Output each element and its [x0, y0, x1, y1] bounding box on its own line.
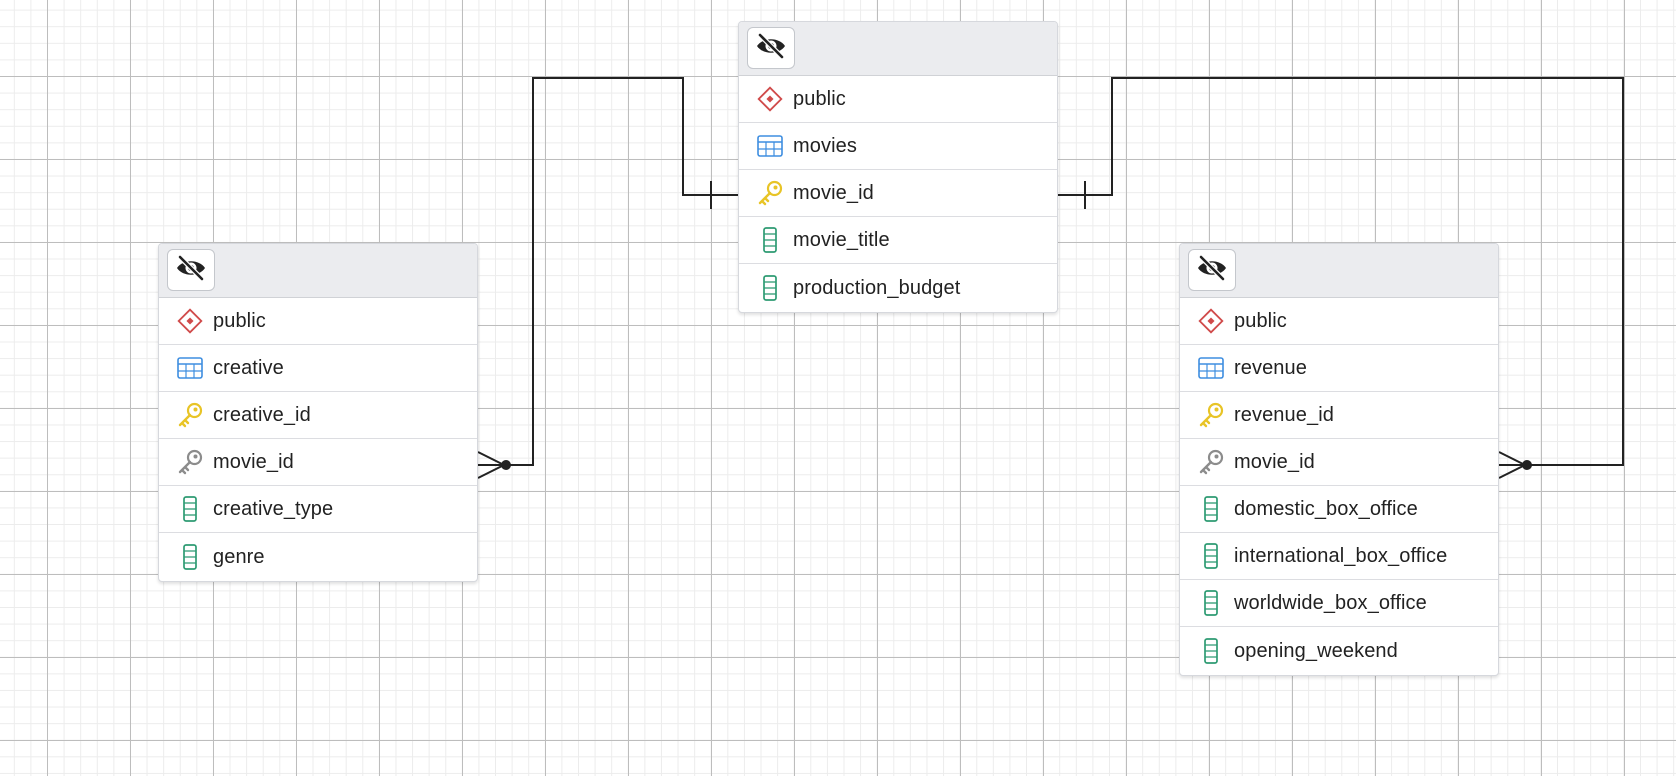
table-name-label: revenue	[1234, 356, 1307, 379]
column-label: worldwide_box_office	[1234, 591, 1427, 614]
table-node-revenue[interactable]: public revenue revenue_id movie_id domestic_…	[1179, 243, 1499, 676]
column-row[interactable]: production_budget	[739, 264, 1057, 312]
column-row[interactable]: international_box_office	[1180, 533, 1498, 580]
table-name-row[interactable]: creative	[159, 345, 477, 392]
column-label: movie_title	[793, 228, 890, 251]
foreign-key-label: movie_id	[1234, 450, 1315, 473]
column-icon	[755, 226, 785, 254]
schema-row[interactable]: public	[1180, 298, 1498, 345]
schema-label: public	[1234, 309, 1287, 332]
primary-key-icon	[1196, 401, 1226, 429]
schema-icon	[1196, 307, 1226, 335]
foreign-key-label: movie_id	[213, 450, 294, 473]
crow-foot-marker	[477, 451, 507, 479]
column-icon	[755, 274, 785, 302]
table-name-label: creative	[213, 356, 284, 379]
many-marker-dot	[1522, 460, 1532, 470]
crow-foot-marker	[1498, 451, 1528, 479]
foreign-key-icon	[1196, 448, 1226, 476]
eye-slash-icon	[174, 254, 208, 286]
table-name-row[interactable]: movies	[739, 123, 1057, 170]
table-icon	[755, 132, 785, 160]
column-label: production_budget	[793, 276, 961, 299]
column-row[interactable]: domestic_box_office	[1180, 486, 1498, 533]
primary-key-label: movie_id	[793, 181, 874, 204]
toggle-details-button[interactable]	[167, 249, 215, 291]
table-header[interactable]	[1180, 244, 1498, 298]
table-icon	[175, 354, 205, 382]
column-row[interactable]: worldwide_box_office	[1180, 580, 1498, 627]
primary-key-label: revenue_id	[1234, 403, 1334, 426]
eye-slash-icon	[1195, 254, 1229, 286]
schema-row[interactable]: public	[739, 76, 1057, 123]
column-icon	[1196, 637, 1226, 665]
primary-key-icon	[175, 401, 205, 429]
column-label: creative_type	[213, 497, 334, 520]
primary-key-row[interactable]: movie_id	[739, 170, 1057, 217]
relationship-line	[506, 77, 738, 466]
column-icon	[175, 543, 205, 571]
table-header[interactable]	[159, 244, 477, 298]
foreign-key-icon	[175, 448, 205, 476]
column-label: international_box_office	[1234, 544, 1448, 567]
schema-label: public	[793, 87, 846, 110]
schema-icon	[755, 85, 785, 113]
foreign-key-row[interactable]: movie_id	[159, 439, 477, 486]
column-label: genre	[213, 545, 265, 568]
column-row[interactable]: creative_type	[159, 486, 477, 533]
table-node-movies[interactable]: public movies movie_id movie_title productio…	[738, 21, 1058, 313]
column-icon	[175, 495, 205, 523]
column-label: opening_weekend	[1234, 639, 1398, 662]
primary-key-row[interactable]: creative_id	[159, 392, 477, 439]
primary-key-icon	[755, 179, 785, 207]
table-header[interactable]	[739, 22, 1057, 76]
schema-icon	[175, 307, 205, 335]
column-row[interactable]: movie_title	[739, 217, 1057, 264]
primary-key-label: creative_id	[213, 403, 311, 426]
column-row[interactable]: opening_weekend	[1180, 627, 1498, 675]
column-row[interactable]: genre	[159, 533, 477, 581]
column-icon	[1196, 589, 1226, 617]
schema-label: public	[213, 309, 266, 332]
foreign-key-row[interactable]: movie_id	[1180, 439, 1498, 486]
column-icon	[1196, 542, 1226, 570]
table-name-label: movies	[793, 134, 857, 157]
primary-key-row[interactable]: revenue_id	[1180, 392, 1498, 439]
many-marker-dot	[501, 460, 511, 470]
eye-slash-icon	[754, 32, 788, 64]
column-label: domestic_box_office	[1234, 497, 1418, 520]
column-icon	[1196, 495, 1226, 523]
toggle-details-button[interactable]	[1188, 249, 1236, 291]
table-icon	[1196, 354, 1226, 382]
table-name-row[interactable]: revenue	[1180, 345, 1498, 392]
toggle-details-button[interactable]	[747, 27, 795, 69]
schema-row[interactable]: public	[159, 298, 477, 345]
